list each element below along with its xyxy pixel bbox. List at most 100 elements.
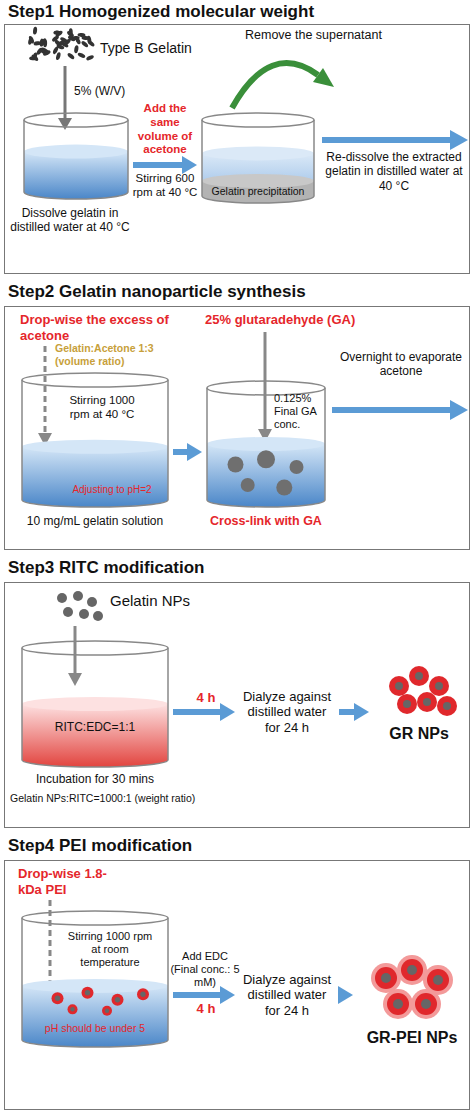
beaker-rim [22, 641, 168, 655]
nanoparticle [57, 593, 67, 603]
particle [137, 988, 149, 1000]
flow-arrow [332, 407, 452, 413]
gr-core [393, 999, 403, 1009]
step-panel: Step1 Homogenized molecular weightDissol… [4, 2, 470, 274]
gr-particle [401, 959, 423, 981]
gelatin-granule [42, 49, 51, 56]
annotation-text: Overnight to evaporate acetone [338, 350, 464, 379]
particle-core [70, 1007, 75, 1012]
dropwise-arrow [44, 346, 47, 434]
beaker-rim [24, 113, 128, 127]
arrow-head [450, 400, 468, 420]
product-node: GR-PEI NPs [356, 944, 468, 1052]
beaker-bottom [22, 1040, 168, 1047]
beaker-wall [324, 388, 326, 500]
particle [102, 1006, 112, 1016]
nanoparticle [87, 597, 97, 607]
particle [228, 456, 244, 472]
node-text: Adjusting to pH=2 [58, 484, 166, 496]
node-text: pH should be under 5 [36, 1022, 154, 1035]
gelatin-granule [27, 36, 33, 45]
gr-core [423, 698, 431, 706]
gr-particle [397, 694, 417, 714]
node-text: Gelatin precipitation [202, 185, 314, 198]
gr-core [403, 700, 411, 708]
node-text: Gelatin NPs:RITC=1000:1 (weight ratio) [10, 792, 270, 805]
flow-connector [338, 986, 353, 1004]
particle [112, 994, 124, 1006]
liquid-surface [24, 145, 128, 159]
annotation-text: Gelatin:Acetone 1:3 (volume ratio) [55, 342, 155, 367]
node-text: GR-PEI NPs [356, 1028, 468, 1047]
node-text: 10 mg/mL gelatin solution [10, 514, 180, 528]
beaker-wall [127, 120, 129, 192]
nanoparticle [93, 611, 103, 621]
gelatin-granule [77, 33, 85, 38]
gelatin-granule [55, 52, 61, 61]
edge-label: Add EDC (Final conc.: 5 mM) [170, 950, 240, 990]
gr-core [415, 672, 423, 680]
gr-particle [427, 969, 449, 991]
annotation-text: Drop-wise 1.8-kDa PEI [18, 866, 128, 897]
liquid [202, 153, 314, 203]
flow-connector [173, 703, 235, 721]
particle-core [105, 1008, 110, 1013]
gelatin-granule [86, 54, 95, 61]
gr-core [407, 965, 417, 975]
annotation-text: 5% (W/V) [74, 84, 154, 98]
gr-particle [389, 676, 409, 696]
particle [52, 992, 64, 1004]
node-text: Incubation for 30 mins [10, 772, 180, 786]
gr-core [433, 975, 443, 985]
step-title: Step4 PEI modification [8, 836, 458, 856]
annotation-text: Stirring 1000 rpm at 40 °C [60, 394, 144, 422]
particle [68, 1004, 78, 1014]
node-text: Dissolve gelatin in distilled water at 4… [8, 206, 132, 235]
beaker-rim [22, 373, 168, 387]
gelatin-granule [36, 47, 44, 56]
annotation-text: Stirring 600 rpm at 40 °C [132, 172, 198, 200]
liquid [22, 986, 168, 1047]
edge-label: Add the same volume of acetone [132, 102, 198, 157]
product-node: GR NPs [372, 656, 466, 750]
step-title: Step2 Gelatin nanoparticle synthesis [8, 282, 458, 302]
gr-particle [375, 967, 397, 989]
beaker-rim [202, 113, 314, 127]
beaker-wall [201, 120, 203, 196]
node-text: Cross-link with GA [196, 514, 336, 529]
step-title: Step1 Homogenized molecular weight [8, 2, 458, 22]
liquid [207, 444, 325, 507]
gr-particle [409, 666, 429, 686]
liquid-surface [22, 440, 168, 454]
gelatin-granule [71, 35, 79, 40]
gelatin-granule [33, 26, 38, 34]
beaker-wall [21, 648, 23, 760]
node-text: Dialyze against distilled water for 24 h [240, 972, 334, 1019]
particle-core [115, 997, 120, 1002]
beaker-rim [22, 911, 168, 925]
beaker-wall [167, 648, 169, 760]
nanoparticle [79, 609, 89, 619]
gelatin-granule [54, 39, 62, 48]
gelatin-granule [63, 38, 72, 46]
liquid-surface [202, 146, 314, 160]
gr-core [381, 973, 391, 983]
beaker-drawing [20, 640, 170, 768]
beaker-wall [313, 120, 315, 196]
annotation-text: 0.125% Final GA conc. [274, 392, 324, 432]
particle [257, 450, 275, 468]
annotation-text: Gelatin NPs [110, 592, 240, 610]
gelatin-granule [74, 45, 79, 54]
beaker-bottom [202, 196, 314, 203]
beaker-wall [167, 918, 169, 1040]
annotation-text: 4 h [176, 1001, 236, 1017]
beaker: Dissolve gelatin in distilled water at 4… [22, 112, 130, 200]
beaker-wall [21, 380, 23, 500]
particle [241, 478, 255, 492]
beaker-wall [206, 388, 208, 500]
gelatin-granule [67, 52, 76, 60]
liquid [22, 447, 168, 507]
annotation-text: Stirring 1000 rpm at room temperature [62, 930, 158, 970]
step-panel: Step3 RITC modificationRITC:EDC=1:1Incub… [4, 558, 470, 828]
gr-particle [429, 676, 449, 696]
